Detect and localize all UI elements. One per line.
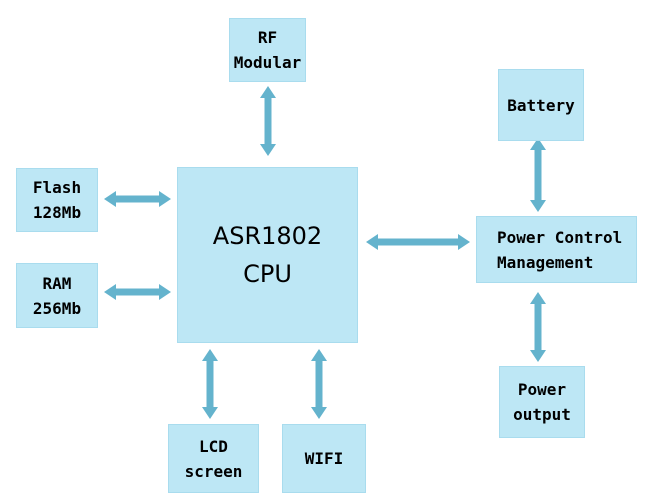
flash-label-line1: Flash [32, 178, 82, 197]
arrow-pcm-battery [530, 138, 546, 212]
flash-block: Flash 128Mb [16, 168, 98, 232]
power-output-block: Power output [499, 366, 585, 438]
arrow-cpu-rf [260, 86, 276, 156]
rf-modular-block: RF Modular [229, 18, 306, 82]
flash-label-line2: 128Mb [32, 203, 82, 222]
ram-block: RAM 256Mb [16, 263, 98, 328]
cpu-block: ASR1802 CPU [177, 167, 358, 343]
cpu-label-line1: ASR1802 [212, 222, 323, 250]
lcd-label-line1: LCD [199, 436, 228, 456]
arrow-cpu-lcd [202, 349, 218, 419]
lcd-screen-block: LCD screen [168, 424, 259, 493]
power-control-management-block: Power Control Management [476, 216, 637, 283]
rf-label-line2: Modular [233, 53, 302, 72]
rf-label-line1: RF [257, 28, 278, 47]
arrow-cpu-flash [104, 191, 171, 207]
wifi-label: WIFI [304, 449, 344, 468]
pcm-label-line2: Management [497, 252, 594, 272]
wifi-block: WIFI [282, 424, 366, 493]
ram-label-line2: 256Mb [32, 298, 82, 318]
power-output-label-line2: output [513, 405, 571, 424]
pcm-label-line1: Power Control [497, 227, 623, 247]
arrow-cpu-ram [104, 284, 171, 300]
lcd-label-line2: screen [184, 461, 243, 481]
battery-block: Battery [498, 69, 584, 141]
ram-label-line1: RAM [42, 273, 72, 293]
cpu-label-line2: CPU [243, 260, 292, 288]
power-output-label-line1: Power [517, 380, 567, 399]
arrow-pcm-power-output [530, 292, 546, 362]
arrow-cpu-pcm [366, 234, 470, 250]
battery-label: Battery [507, 95, 575, 115]
arrow-cpu-wifi [311, 349, 327, 419]
